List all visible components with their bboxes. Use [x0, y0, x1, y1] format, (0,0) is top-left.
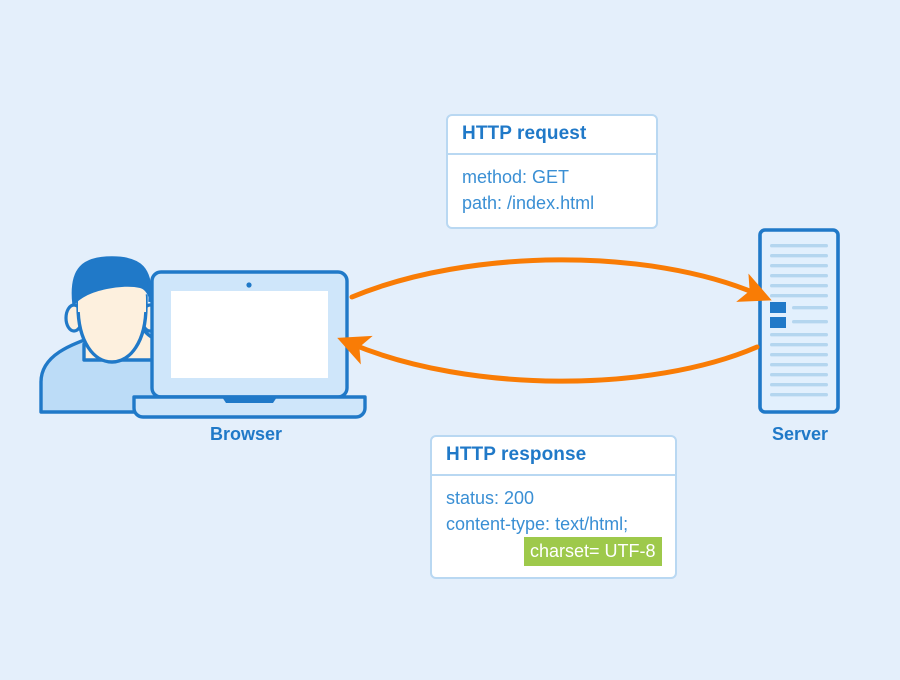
http-request-box: HTTP request method: GET path: /index.ht…	[446, 114, 658, 230]
http-request-line-method: method: GET	[462, 167, 570, 187]
http-response-line-charset-wrapper: charset= UTF-8	[446, 537, 662, 567]
browser-label: Browser	[209, 424, 283, 444]
http-response-box: HTTP response status: 200 content-type: …	[430, 435, 677, 580]
user-avatar-icon	[39, 256, 170, 414]
server-rack-icon	[758, 228, 840, 414]
http-request-body: method: GET path: /index.html	[448, 155, 656, 227]
http-response-title: HTTP response	[432, 437, 675, 476]
request-arrow	[349, 257, 772, 302]
http-request-title: HTTP request	[448, 116, 656, 155]
response-arrow	[337, 335, 760, 384]
http-response-body: status: 200 content-type: text/html; cha…	[432, 476, 675, 577]
server-label: Server	[771, 424, 829, 444]
laptop-icon	[132, 270, 367, 419]
charset-highlight: charset= UTF-8	[524, 537, 662, 567]
http-request-line-path: path: /index.html	[462, 193, 595, 214]
http-response-line-status: status: 200	[446, 488, 535, 508]
http-response-line-content-type: content-type: text/html;	[446, 514, 629, 535]
